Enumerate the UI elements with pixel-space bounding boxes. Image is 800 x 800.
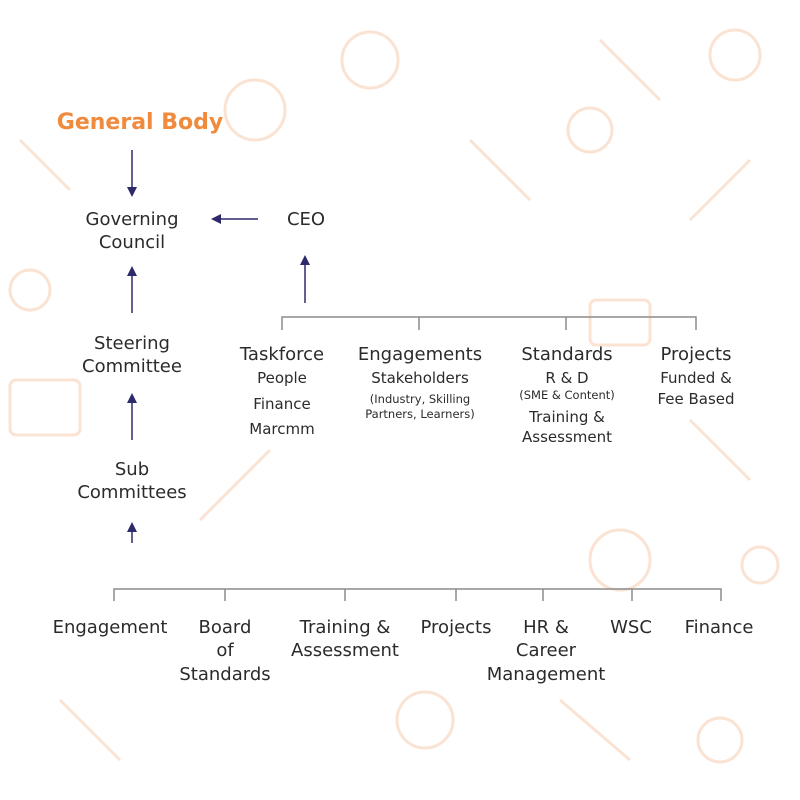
subcommittee-projects: Projects — [421, 616, 492, 639]
branch-item: Training & — [529, 407, 605, 426]
branch-taskforce: Taskforce People Finance Marcmm — [240, 343, 324, 443]
governing-council-line1: Governing — [85, 209, 179, 230]
subcommittee-engagement: Engagement — [53, 616, 168, 639]
subcommittee-line: Board — [198, 617, 252, 638]
steering-line2: Committee — [82, 356, 182, 378]
governing-council-label: Governing Council — [85, 208, 178, 255]
subcommittee-bracket — [113, 588, 722, 601]
branch-item: People — [257, 369, 307, 388]
branch-title: Standards — [521, 344, 613, 365]
subcommittee-line: of — [216, 640, 234, 662]
branch-note: (Industry, Skilling — [369, 391, 471, 406]
subcommittee-finance: Finance — [685, 616, 754, 639]
general-body-label: General Body — [56, 110, 224, 135]
subcommittee-line: Management — [486, 663, 606, 685]
subcommittee-line: Standards — [179, 663, 271, 685]
subcommittee-line: Engagement — [52, 617, 168, 638]
branch-title: Engagements — [357, 344, 483, 365]
sub-line2: Committees — [77, 482, 187, 504]
sub-line1: Sub — [114, 459, 150, 480]
subcommittee-board-of-standards: Board of Standards — [179, 616, 270, 686]
subcommittee-line: Assessment — [291, 640, 399, 662]
ceo-label: CEO — [286, 209, 326, 230]
sub-committees-label: Sub Committees — [77, 458, 186, 505]
branch-title: Projects — [660, 344, 732, 365]
branch-item: Finance — [253, 394, 311, 413]
branch-projects: Projects Funded & Fee Based — [657, 343, 734, 410]
branch-engagements: Engagements Stakeholders (Industry, Skil… — [358, 343, 482, 422]
branch-item: R & D — [545, 369, 589, 388]
subcommittee-line: Projects — [420, 617, 492, 638]
subcommittee-line: Finance — [684, 617, 754, 638]
branch-note: Partners, Learners) — [365, 406, 475, 421]
steering-committee-label: Steering Committee — [82, 332, 182, 379]
branch-item: Assessment — [522, 428, 612, 447]
branch-standards: Standards R & D (SME & Content) Training… — [519, 343, 614, 447]
branch-item: Fee Based — [657, 390, 735, 409]
subcommittee-line: Training & — [299, 617, 391, 638]
ceo-branch-bracket — [281, 316, 697, 330]
steering-line1: Steering — [94, 333, 170, 354]
branch-note: (SME & Content) — [519, 387, 615, 402]
governing-council-line2: Council — [98, 232, 166, 254]
subcommittee-line: HR & — [523, 617, 569, 638]
branch-item: Funded & — [660, 369, 732, 388]
subcommittee-hr-career: HR & Career Management — [487, 616, 606, 686]
subcommittee-wsc: WSC — [610, 616, 652, 639]
branch-item: Stakeholders — [371, 369, 469, 388]
subcommittee-training-assessment: Training & Assessment — [291, 616, 399, 663]
subcommittee-line: WSC — [610, 617, 652, 638]
branch-title: Taskforce — [239, 344, 325, 365]
branch-item: Marcmm — [249, 420, 315, 439]
subcommittee-line: Career — [515, 640, 577, 662]
